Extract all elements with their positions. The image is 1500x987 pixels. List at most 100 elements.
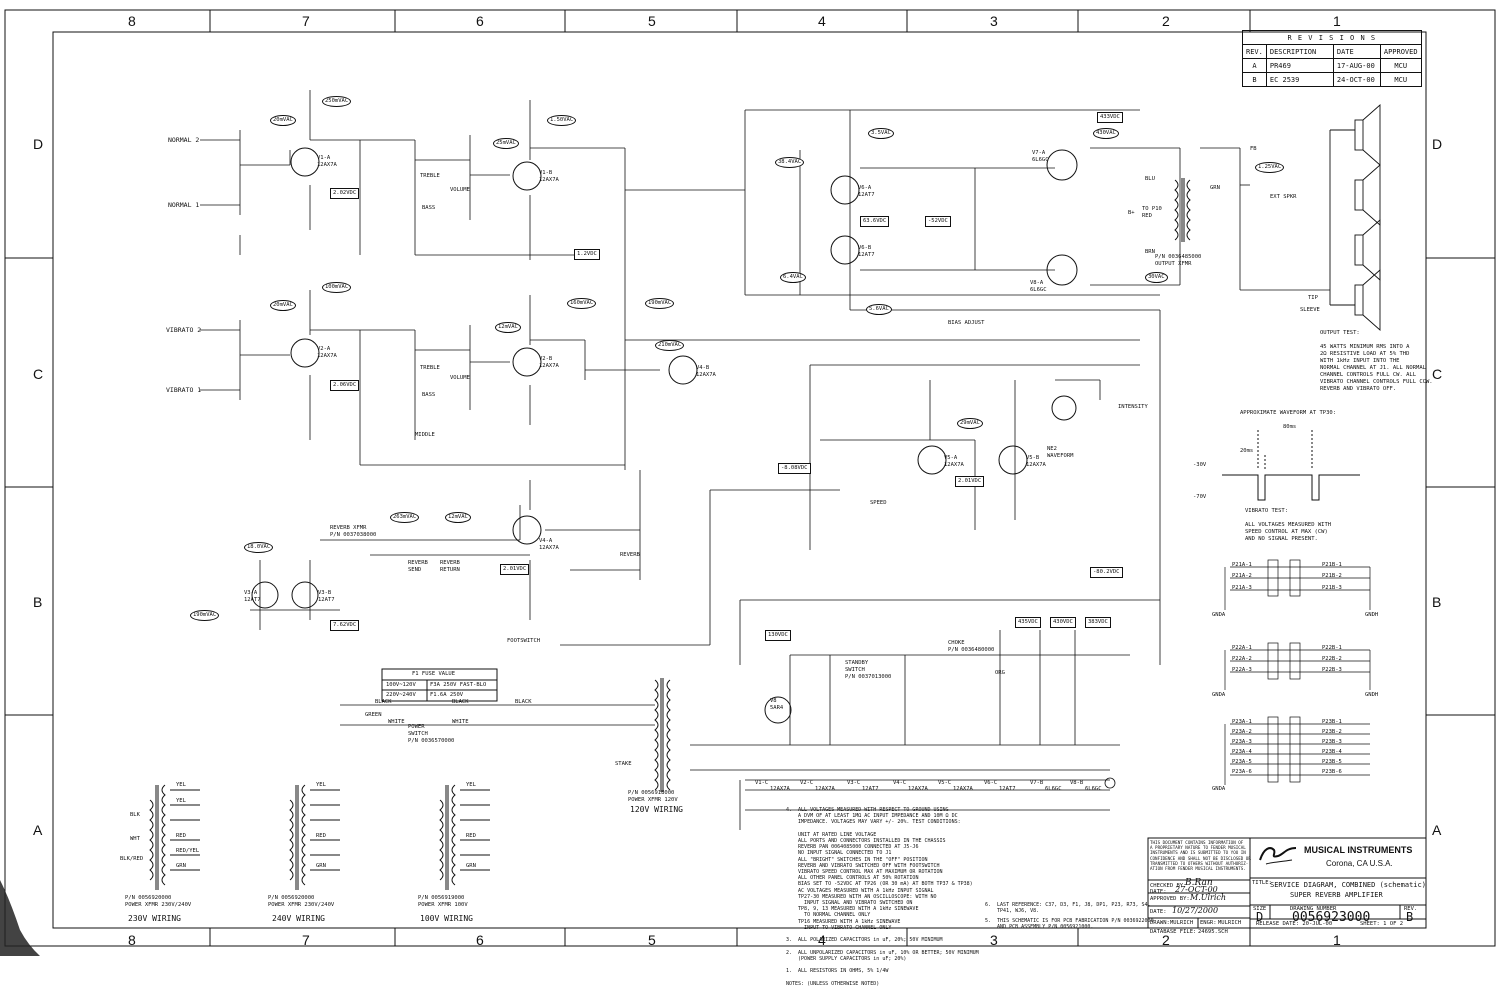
- zone-row-c: C: [33, 366, 44, 382]
- checked-by-signature: B.Ran: [1185, 878, 1213, 888]
- vibrato-channel-wiring: [200, 290, 1140, 470]
- note-5: 5. THIS SCHEMATIC IS FOR PCB FABRICATION…: [985, 918, 1154, 931]
- heater-label: V5-C: [938, 780, 952, 786]
- test-point: 7.62VDC: [330, 620, 360, 631]
- tube-v6a-label: V6-A 12AT7: [858, 185, 875, 198]
- test-point: 1.25VAC: [1255, 162, 1285, 173]
- gnda-label: GNDA: [1212, 786, 1226, 792]
- org-wire-label: ORG: [995, 670, 1005, 676]
- reverb-xfmr-label: REVERB XFMR P/N 0037038000: [330, 525, 377, 538]
- tube-v3a-label: V3-A 12AT7: [244, 590, 261, 603]
- company-city: Corona, CA U.S.A.: [1326, 859, 1393, 868]
- connector-pin: P23A-1: [1232, 719, 1252, 725]
- wiring-120v-label: 120V WIRING: [630, 805, 683, 814]
- engr-value: MULRICH: [1218, 920, 1242, 926]
- wire-color-label: WHT: [130, 836, 140, 842]
- title-block-lines: [1147, 837, 1427, 929]
- fuse-row2-value: F1.6A 250V: [430, 692, 464, 698]
- bass-2-label: BASS: [422, 392, 436, 398]
- wire-color-label: RED: [316, 833, 326, 839]
- size-value: D: [1256, 910, 1264, 924]
- connector-pin: P23A-2: [1232, 729, 1252, 735]
- database-file-label: DATABASE FILE:: [1150, 929, 1197, 935]
- drawing-number-label: DRAWING NUMBER: [1290, 906, 1337, 912]
- test-point: -8.08VDC: [778, 463, 811, 474]
- test-point: 2.01VDC: [500, 564, 530, 575]
- reverb-control-label: REVERB: [620, 552, 640, 558]
- zone-row-a: A: [33, 822, 43, 838]
- wiring-240v-label: 240V WIRING: [272, 914, 325, 923]
- treble-1-label: TREBLE: [420, 173, 440, 179]
- v4b-tube-symbol: [668, 355, 698, 385]
- drawn-value: MULRICH: [1170, 920, 1194, 926]
- tube-v8-label: V8 5AR4: [770, 698, 784, 711]
- connector-pin: P23B-4: [1322, 749, 1342, 755]
- standby-switch-label: STANDBY SWITCH P/N 0037013000: [845, 660, 892, 680]
- approved-date: 10/27/2000: [1172, 906, 1219, 915]
- ac-black-label: BLACK: [375, 699, 392, 705]
- sleeve-label: SLEEVE: [1300, 307, 1320, 313]
- input-normal-2: NORMAL 2: [168, 136, 200, 144]
- approved-header: APPROVED: [1379, 44, 1422, 59]
- connector-pin: P22B-3: [1322, 667, 1342, 673]
- connector-pin: P21B-2: [1322, 573, 1342, 579]
- test-point: 25mVAC: [493, 138, 519, 149]
- test-point: 20mVAC: [270, 115, 296, 126]
- heater-type: 12AT7: [862, 786, 879, 792]
- drawing-title-line2: SUPER REVERB AMPLIFIER: [1290, 891, 1383, 899]
- rev-cell: B: [1242, 72, 1267, 87]
- drawing-number: 0056923000: [1292, 910, 1371, 925]
- drawn-label: DRAWN:: [1150, 920, 1170, 926]
- reverb-send-label: REVERB SEND: [408, 560, 428, 573]
- zone-col-5: 5: [648, 13, 656, 29]
- engr-label: ENGR:: [1200, 920, 1217, 926]
- power-section-wiring: [744, 109, 1330, 665]
- approved-by-signature: M.Ulrich: [1190, 893, 1227, 902]
- revisions-table: R E V I S I O N S REV. DESCRIPTION DATE …: [1242, 30, 1422, 87]
- fuse-row2-range: 220V~240V: [386, 692, 416, 698]
- zone-col-7: 7: [302, 13, 310, 29]
- wiring-240v-pn: P/N 0056920000 POWER XFMR 230V/240V: [268, 895, 335, 908]
- tube-v4b-label: V4-B 12AX7A: [696, 365, 716, 378]
- drawing-title-line1: SERVICE DIAGRAM, COMBINED (schematic): [1270, 881, 1426, 889]
- b-plus-label: B+: [1128, 210, 1135, 216]
- heater-type: 12AX7A: [953, 786, 973, 792]
- checked-date: 27-OCT-00: [1175, 885, 1218, 894]
- test-point: 1.2VDC: [574, 249, 600, 260]
- tip-label: TIP: [1308, 295, 1318, 301]
- heater-string: [745, 777, 1116, 811]
- scan-smudge: [0, 880, 40, 956]
- release-date: RELEASE DATE: 20-JUL-00: [1256, 921, 1333, 927]
- zone-row-d: D: [33, 136, 44, 152]
- intensity-control-label: INTENSITY: [1118, 404, 1148, 410]
- power-switch-label: POWER SWITCH P/N 0036570000: [408, 724, 455, 744]
- tube-v1a-label: V1-A 12AX7A: [317, 155, 337, 168]
- vibrato-oscillator-wiring: [560, 364, 1140, 646]
- tube-v7a-label: V7-A 6L6GC: [1032, 150, 1049, 163]
- wire-color-label: YEL: [176, 798, 186, 804]
- test-point: 430VDC: [1050, 617, 1076, 628]
- date-label-2: DATE:: [1150, 909, 1167, 915]
- tube-v5a-label: V5-A 12AX7A: [944, 455, 964, 468]
- test-point: 18.0VAC: [244, 542, 274, 553]
- wire-color-label: GRN: [466, 863, 476, 869]
- tube-v4a-label: V4-A 12AX7A: [539, 538, 559, 551]
- waveform-v-low: -70V: [1193, 494, 1207, 500]
- v2a-tube-symbol: [290, 338, 320, 368]
- heater-type: 12AX7A: [815, 786, 835, 792]
- connector-pin: P23B-1: [1322, 719, 1342, 725]
- connector-jumpers: [1224, 559, 1371, 785]
- wire-color-label: YEL: [176, 782, 186, 788]
- v3b-tube-symbol: [291, 581, 319, 609]
- waveform-period: 80ms: [1283, 424, 1297, 430]
- connector-pin: P21A-2: [1232, 573, 1252, 579]
- ac-green-label: GREEN: [365, 712, 382, 718]
- title-label: TITLE:: [1252, 880, 1272, 886]
- sheet-number: SHEET: 1 OF 2: [1360, 921, 1404, 927]
- volume-2-label: VOLUME: [450, 375, 470, 381]
- zone-row-b: B: [33, 594, 43, 610]
- waveform-pulse: 20ms: [1240, 448, 1254, 454]
- tube-v6b-label: V6-B 12AT7: [858, 245, 875, 258]
- size-label: SIZE: [1253, 906, 1267, 912]
- waveform-v-high: -30V: [1193, 462, 1207, 468]
